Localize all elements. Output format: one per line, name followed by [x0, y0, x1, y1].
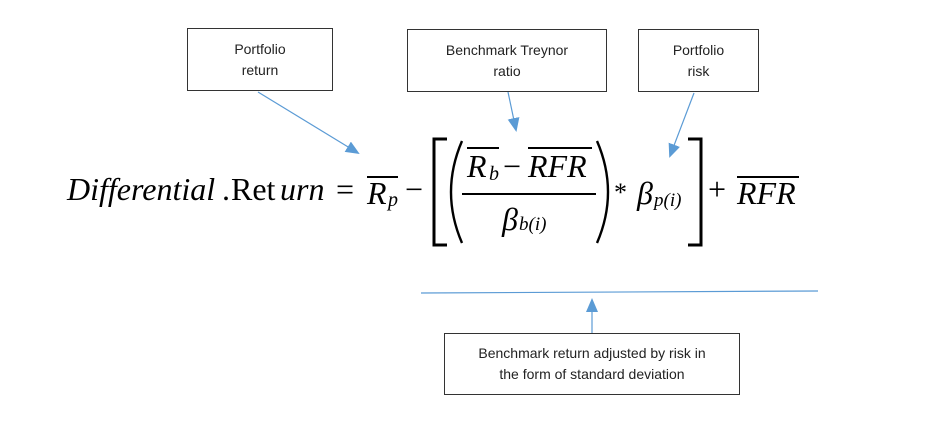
overline-rp — [367, 176, 398, 178]
formula-r-p: R — [367, 175, 387, 211]
callout-benchmark-adjusted: Benchmark return adjusted by risk in the… — [444, 333, 740, 395]
fraction-bar — [462, 193, 596, 195]
callout-text-line: risk — [687, 62, 710, 79]
portfolio-return-arrow — [257, 91, 360, 155]
formula-differential: Differential — [67, 171, 216, 207]
callout-portfolio-risk: Portfolio risk — [638, 29, 759, 92]
formula-rfr-final: RFR — [737, 175, 796, 211]
formula-sub-b-i: b(i) — [519, 214, 547, 235]
formula-equals: = — [336, 171, 355, 207]
formula-ret: Ret — [231, 171, 276, 207]
formula-beta-b: β — [502, 201, 518, 237]
formula-times: * — [614, 178, 627, 207]
callout-text-line: return — [241, 61, 279, 78]
callout-text-line: Portfolio — [672, 41, 725, 58]
overline-rfr-numerator — [528, 147, 592, 149]
callout-portfolio-return: Portfolio return — [187, 28, 333, 91]
callout-text-line: Portfolio — [234, 40, 286, 57]
right-parenthesis — [595, 140, 610, 244]
formula-sub-b: b — [489, 163, 499, 185]
formula-dot: . — [222, 171, 230, 207]
callout-text-line: the form of standard deviation — [499, 366, 685, 382]
formula-plus: + — [708, 171, 727, 207]
callout-text-line: ratio — [493, 62, 521, 79]
formula-sub-p-i: p(i) — [654, 190, 682, 211]
portfolio-risk-arrow — [668, 92, 695, 158]
left-square-bracket — [432, 137, 447, 247]
callout-benchmark-treynor: Benchmark Treynor ratio — [407, 29, 607, 92]
formula-beta-p: β — [637, 175, 653, 211]
formula-minus-inner: − — [503, 148, 522, 184]
formula-urn: urn — [280, 171, 325, 207]
left-parenthesis — [449, 140, 464, 244]
formula-minus-main: − — [405, 171, 424, 207]
formula-rfr-numerator: RFR — [528, 148, 587, 184]
formula-r-b: R — [467, 148, 487, 184]
formula-sub-p: p — [388, 189, 398, 211]
underline-bracket — [420, 290, 819, 294]
overline-rb — [467, 147, 499, 149]
callout-text-line: Benchmark return adjusted by risk in — [478, 345, 706, 361]
right-square-bracket — [688, 137, 703, 247]
treynor-arrow — [507, 91, 520, 132]
callout-text-line: Benchmark Treynor — [445, 41, 569, 58]
overline-rfr-final — [737, 176, 799, 178]
